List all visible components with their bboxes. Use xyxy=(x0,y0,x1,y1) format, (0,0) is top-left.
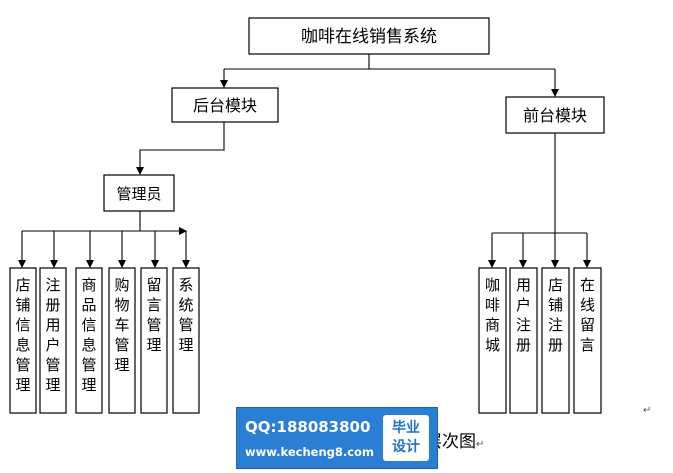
backend-leaf-box-4 xyxy=(108,267,136,414)
root-node xyxy=(248,17,490,55)
frontend-leaf-box-2 xyxy=(509,267,538,414)
frontend-leaf-label-2: 用户注册 xyxy=(516,276,531,354)
backend-leaf-label-4: 购物车管理 xyxy=(114,276,129,374)
backend-leaf-label-6: 系统管理 xyxy=(178,276,193,354)
backend-leaf-box-6 xyxy=(172,267,200,414)
backend-leaf-label-5: 留言管理 xyxy=(146,276,161,354)
backend-leaf-label-1: 店铺信息管理 xyxy=(15,276,30,394)
admin-label: 管理员 xyxy=(116,185,161,203)
backend-leaf-box-3 xyxy=(75,267,103,414)
admin-node xyxy=(103,174,175,212)
watermark-banner: QQ:188083800 www.kecheng8.com 毕业 设计 xyxy=(236,407,438,469)
frontend-leaf-label-1: 咖啡商城 xyxy=(485,276,500,354)
frontend-label: 前台模块 xyxy=(523,106,587,125)
frontend-node xyxy=(505,96,605,134)
frontend-leaf-box-3 xyxy=(541,267,570,414)
frontend-leaf-box-4 xyxy=(573,267,602,414)
frontend-leaf-label-3: 店铺注册 xyxy=(548,276,563,354)
backend-leaf-box-5 xyxy=(140,267,168,414)
frontend-leaf-box-1 xyxy=(478,267,507,414)
watermark-qq: QQ:188083800 xyxy=(245,418,371,436)
backend-leaf-label-2: 注册用户管理 xyxy=(45,276,60,394)
paragraph-mark: ↵ xyxy=(643,405,652,416)
frontend-leaf-group: 咖啡商城 用户注册 店铺注册 在线留言 xyxy=(478,267,602,414)
caption-paragraph-mark: ↵ xyxy=(476,439,485,450)
root-label: 咖啡在线销售系统 xyxy=(301,27,437,47)
frontend-leaf-label-4: 在线留言 xyxy=(580,276,595,354)
backend-node xyxy=(171,87,279,123)
watermark-badge-line2: 设计 xyxy=(392,439,420,455)
connector-backend-admin xyxy=(136,122,225,175)
backend-leaf-box-1 xyxy=(9,267,37,414)
watermark-badge: 毕业 设计 xyxy=(383,415,429,461)
backend-leaf-label-3: 商品信息管理 xyxy=(81,276,96,394)
backend-leaf-box-2 xyxy=(39,267,67,414)
watermark-url: www.kecheng8.com xyxy=(245,445,374,459)
watermark-badge-line1: 毕业 xyxy=(392,420,420,436)
backend-label: 后台模块 xyxy=(193,96,257,115)
